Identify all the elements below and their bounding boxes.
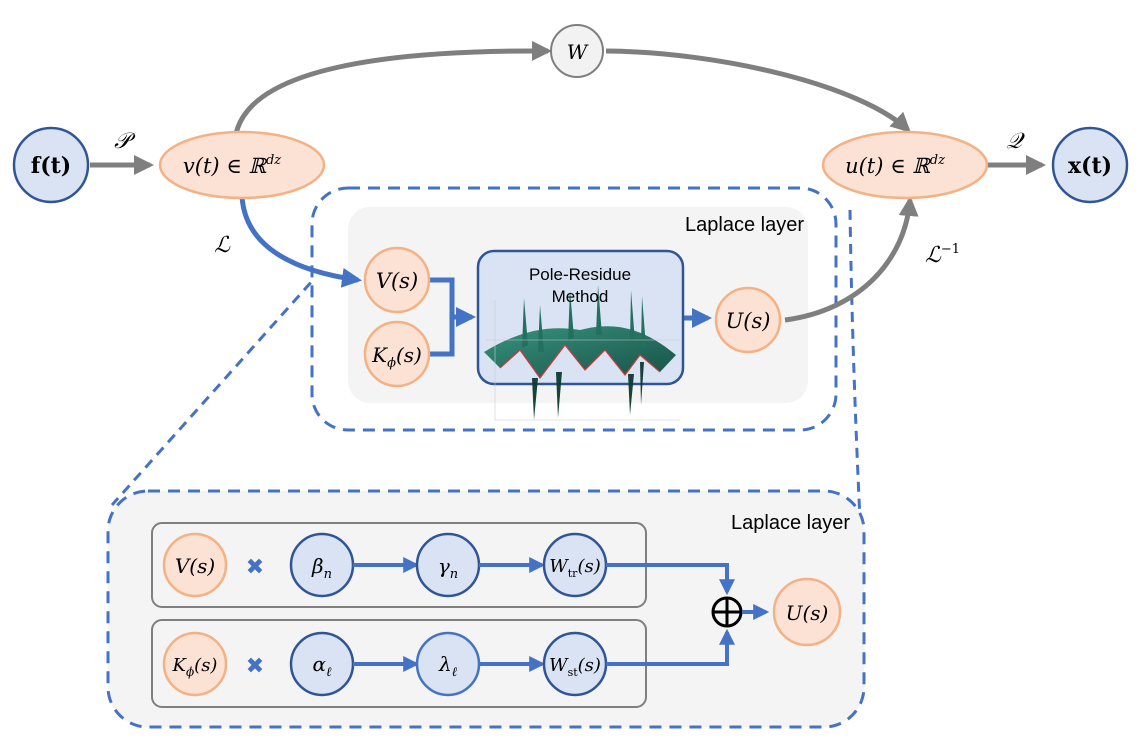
pole-residue-method-box: Pole-Residue Method [476,249,685,421]
svg-text:V(s): V(s) [175,554,215,578]
node-K-phi-s: Kϕ(s) [363,320,431,388]
node-v-lifted: v(t) ∈ ℝdz [158,130,326,200]
node-u-merged-sup: dz [930,153,945,168]
inverse-laplace-label: ℒ−1 [925,242,960,268]
node-V-s: V(s) [363,246,431,314]
node-x: x(t) [1051,126,1129,204]
svg-text:f(t): f(t) [31,153,71,179]
method-title-line2: Method [552,287,609,306]
node-U-s-top-label: U(s) [726,309,771,333]
svg-text:γn: γn [438,554,458,582]
svg-text:Kϕ(s): Kϕ(s) [371,343,422,371]
arrow-Wst-to-sum [606,628,735,666]
method-title-line1: Pole-Residue [529,265,631,284]
laplace-layer-detail-title: Laplace layer [731,512,850,534]
svg-text:u(t) ∈ ℝdz: u(t) ∈ ℝdz [845,153,945,178]
laplace-transform-label: ℒ [214,233,231,258]
arrow-w-to-u [605,48,911,133]
laplace-layer-top-title: Laplace layer [685,214,804,236]
node-u-merged: u(t) ∈ ℝdz [821,130,989,200]
svg-text:v(t) ∈ ℝdz: v(t) ∈ ℝdz [183,153,281,178]
svg-text:x(t): x(t) [1068,153,1112,179]
zoom-connector-left [110,269,324,506]
node-gamma-n: γn [415,532,481,598]
node-v-lifted-sup: dz [266,153,281,168]
node-beta-n: βn [289,532,355,598]
arrow-laplace-transform [239,195,362,288]
node-lambda-l: λℓ [415,631,481,697]
svg-text:αℓ: αℓ [313,652,333,680]
row1-multiply-icon: ✖ [246,554,264,579]
row2-multiply-icon: ✖ [246,653,264,678]
node-v-lifted-label: v(t) ∈ ℝ [183,154,268,178]
node-u-merged-label: u(t) ∈ ℝ [845,154,931,178]
svg-text:Wtr(s): Wtr(s) [549,556,601,580]
svg-text:U(s): U(s) [786,601,829,625]
node-f: f(t) [12,126,90,204]
svg-text:λℓ: λℓ [438,652,458,680]
node-W-st-s: Wst(s) [542,631,608,697]
lift-operator-label: 𝒫 [114,129,136,154]
arrow-inverse-laplace [784,196,919,323]
node-x-label: x(t) [1068,153,1112,179]
node-w-label: W [567,40,589,64]
node-f-label: f(t) [31,153,71,179]
row1-input-V-s: V(s) [162,532,228,598]
node-U-s-top: U(s) [714,286,782,354]
node-U-s-detail: U(s) [772,577,842,647]
arrow-Wtr-to-sum [606,563,735,596]
svg-text:Kϕ(s): Kϕ(s) [172,655,218,679]
zoom-connector-right [848,209,862,521]
node-W-tr-s: Wtr(s) [542,532,608,598]
sum-operator-icon [711,596,743,628]
projection-operator-label: 𝒬 [1006,129,1025,154]
arrow-v-to-w [233,40,552,135]
node-V-s-label: V(s) [376,269,418,293]
node-alpha-l: αℓ [289,631,355,697]
row2-input-K-phi-s: Kϕ(s) [162,631,228,697]
svg-text:Wst(s): Wst(s) [549,655,601,679]
svg-text:βn: βn [311,554,332,582]
pole-surface-plot [484,285,680,421]
node-w: W [550,24,604,78]
